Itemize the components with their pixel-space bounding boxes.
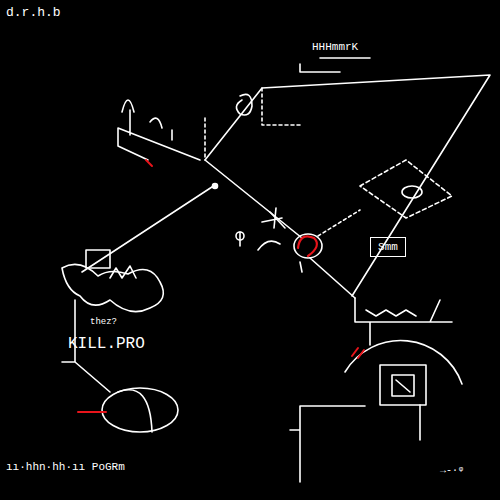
dashed-link [318,210,360,236]
dot [213,184,218,189]
ring-ellipse [102,388,178,432]
star-figure [240,208,285,250]
top-scribble [300,58,370,72]
large-arc [345,341,462,384]
right-small-frame [360,160,452,218]
red-mark [146,160,152,166]
glyph-label: thez? [90,318,117,327]
left-diagonal [82,185,215,272]
eye-ellipse [294,234,322,258]
ring-arc [118,390,152,432]
picture-box [380,365,426,405]
glyph-label: ıı·hhn·hh·ıı PoGRm [6,462,125,473]
glyph-label: →-·ᵠ [440,466,464,476]
bottom-wire [290,405,420,482]
glyph-label: d.r.h.b [6,6,61,19]
box-text: Smm [378,241,398,253]
zigzag-bar [366,310,416,316]
red-figure [298,236,317,256]
creature-outline [62,264,163,311]
small-head [236,232,244,240]
main-frame-line [205,75,490,296]
spiral-symbol [236,94,252,115]
small-monitor [86,250,110,268]
picture-inner [392,375,414,396]
antenna-symbol [122,100,134,112]
red-tag [78,411,106,413]
label-box: Smm [370,237,406,257]
eye-symbol [402,186,422,198]
left-branch [118,110,200,160]
red-hatch [352,348,364,358]
diagonal-line [205,160,302,238]
glyph-label: KILL.PRO [68,336,145,352]
lower-diagonal [300,258,355,298]
glyph-label: HHHmmrK [312,42,358,53]
creature-spikes [110,266,136,278]
dashed-drop [205,88,300,160]
lower-right-wire [355,298,452,345]
